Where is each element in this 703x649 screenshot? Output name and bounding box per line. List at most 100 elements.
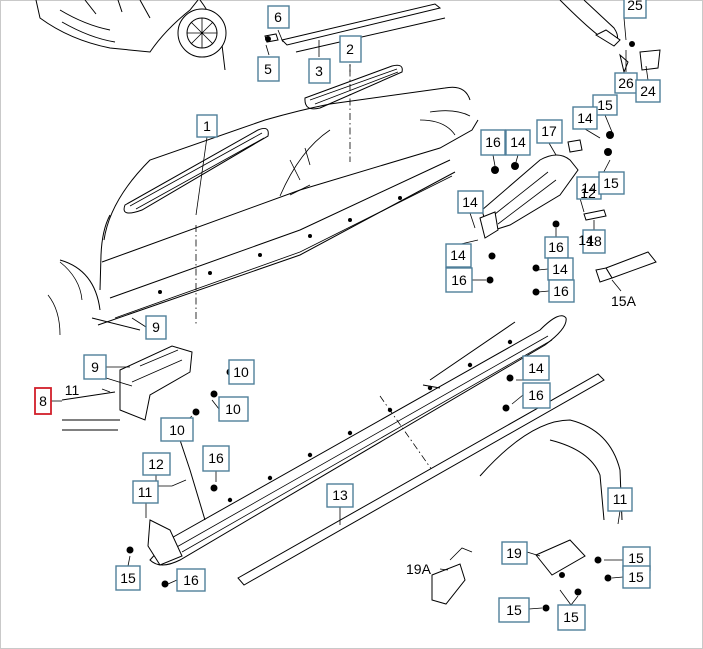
callout-3[interactable]: 3 — [308, 58, 331, 84]
svg-text:17: 17 — [541, 123, 557, 139]
svg-text:16: 16 — [208, 450, 224, 466]
svg-text:16: 16 — [553, 283, 569, 299]
callout-16[interactable]: 16 — [480, 129, 506, 156]
callout-10[interactable]: 10 — [218, 396, 249, 422]
callout-14[interactable]: 14 — [522, 355, 550, 381]
callout-15[interactable]: 15 — [622, 565, 651, 589]
callout-14[interactable]: 14 — [547, 257, 574, 281]
callout-18[interactable]: 18 — [582, 229, 606, 254]
callout-15[interactable]: 15 — [592, 94, 618, 116]
callout-12[interactable]: 12 — [142, 452, 171, 476]
callout-16[interactable]: 16 — [202, 445, 230, 472]
svg-text:3: 3 — [315, 63, 323, 79]
svg-text:8: 8 — [39, 393, 47, 409]
svg-text:19: 19 — [506, 545, 522, 561]
callout-9[interactable]: 9 — [145, 315, 167, 340]
callout-14[interactable]: 14 — [445, 243, 472, 268]
svg-text:14: 14 — [581, 180, 597, 196]
svg-text:14: 14 — [528, 360, 544, 376]
callout-11: 11 — [65, 382, 80, 398]
svg-text:19A: 19A — [406, 561, 432, 577]
callout-25[interactable]: 25 — [623, 0, 647, 19]
wheel-arch-liner — [431, 419, 623, 605]
callout-19A: 19A — [406, 561, 432, 577]
svg-text:10: 10 — [233, 364, 249, 380]
callout-14[interactable]: 14 — [457, 190, 484, 214]
callout-16[interactable]: 16 — [445, 267, 473, 293]
callout-11[interactable]: 11 — [607, 487, 633, 512]
callout-1[interactable]: 1 — [196, 114, 218, 138]
svg-text:16: 16 — [548, 239, 564, 255]
trim-strip-13 — [237, 373, 605, 586]
svg-text:10: 10 — [225, 401, 241, 417]
svg-text:14: 14 — [578, 232, 594, 248]
callout-14[interactable]: 14 — [572, 106, 598, 130]
callout-10[interactable]: 10 — [160, 417, 194, 442]
svg-text:18: 18 — [586, 233, 602, 249]
svg-text:2: 2 — [346, 41, 354, 57]
callout-12: 12 — [580, 185, 596, 201]
callout-15[interactable]: 15 — [115, 565, 141, 591]
callout-11[interactable]: 11 — [132, 480, 159, 504]
svg-text:15A: 15A — [611, 293, 637, 309]
svg-text:16: 16 — [528, 387, 544, 403]
svg-text:9: 9 — [152, 319, 160, 335]
svg-text:11: 11 — [138, 484, 153, 500]
svg-text:14: 14 — [450, 247, 466, 263]
callout-2[interactable]: 2 — [339, 35, 362, 63]
callout-16[interactable]: 16 — [176, 568, 206, 592]
svg-text:15: 15 — [563, 609, 579, 625]
callout-16[interactable]: 16 — [522, 382, 551, 409]
car-front-drawing — [35, 0, 227, 71]
tube-15A — [595, 251, 657, 283]
callout-14[interactable]: 14 — [576, 176, 602, 200]
callout-16[interactable]: 16 — [544, 236, 569, 259]
svg-text:15: 15 — [603, 175, 619, 191]
callout-15[interactable]: 15 — [557, 604, 586, 631]
svg-text:15: 15 — [506, 602, 522, 618]
trim-bracket-17 — [479, 139, 607, 239]
callout-14[interactable]: 14 — [505, 129, 531, 156]
rear-wheel-arch — [559, 0, 661, 74]
svg-text:26: 26 — [618, 75, 634, 91]
svg-text:16: 16 — [183, 572, 199, 588]
svg-text:11: 11 — [65, 382, 80, 398]
callout-13[interactable]: 13 — [326, 483, 354, 508]
svg-text:15: 15 — [628, 550, 644, 566]
svg-text:10: 10 — [169, 422, 185, 438]
svg-text:25: 25 — [627, 0, 643, 13]
callout-9[interactable]: 9 — [83, 354, 107, 380]
callout-8[interactable]: 8 — [34, 387, 52, 415]
callout-17[interactable]: 17 — [536, 119, 563, 144]
callout-15A: 15A — [611, 293, 637, 309]
svg-text:24: 24 — [640, 83, 656, 99]
svg-text:14: 14 — [552, 261, 568, 277]
svg-text:15: 15 — [628, 569, 644, 585]
svg-text:14: 14 — [510, 134, 526, 150]
callout-16[interactable]: 16 — [548, 279, 575, 303]
svg-text:12: 12 — [148, 456, 164, 472]
callout-15[interactable]: 15 — [622, 546, 651, 571]
callout-19[interactable]: 19 — [501, 541, 528, 565]
door-sill-strip-upper — [264, 3, 446, 110]
svg-text:15: 15 — [120, 570, 136, 586]
svg-text:12: 12 — [580, 185, 596, 201]
callout-14: 14 — [578, 232, 594, 248]
callout-15[interactable]: 15 — [598, 171, 625, 195]
callout-6[interactable]: 6 — [267, 5, 290, 29]
sill-cover-panel — [147, 55, 567, 566]
svg-text:1: 1 — [203, 118, 211, 134]
car-side-body — [47, 86, 479, 336]
callout-26[interactable]: 26 — [614, 72, 638, 94]
svg-text:14: 14 — [577, 110, 593, 126]
callouts: 25 6 5 3 2 26 24 1 15 14 16 14 17 14 15 … — [34, 0, 661, 631]
svg-text:15: 15 — [597, 97, 613, 113]
svg-text:14: 14 — [462, 194, 478, 210]
callout-24[interactable]: 24 — [635, 79, 661, 103]
svg-text:5: 5 — [264, 61, 272, 77]
callout-5[interactable]: 5 — [257, 56, 280, 82]
callout-10[interactable]: 10 — [228, 359, 255, 385]
callout-15[interactable]: 15 — [498, 597, 530, 623]
svg-text:16: 16 — [451, 272, 467, 288]
